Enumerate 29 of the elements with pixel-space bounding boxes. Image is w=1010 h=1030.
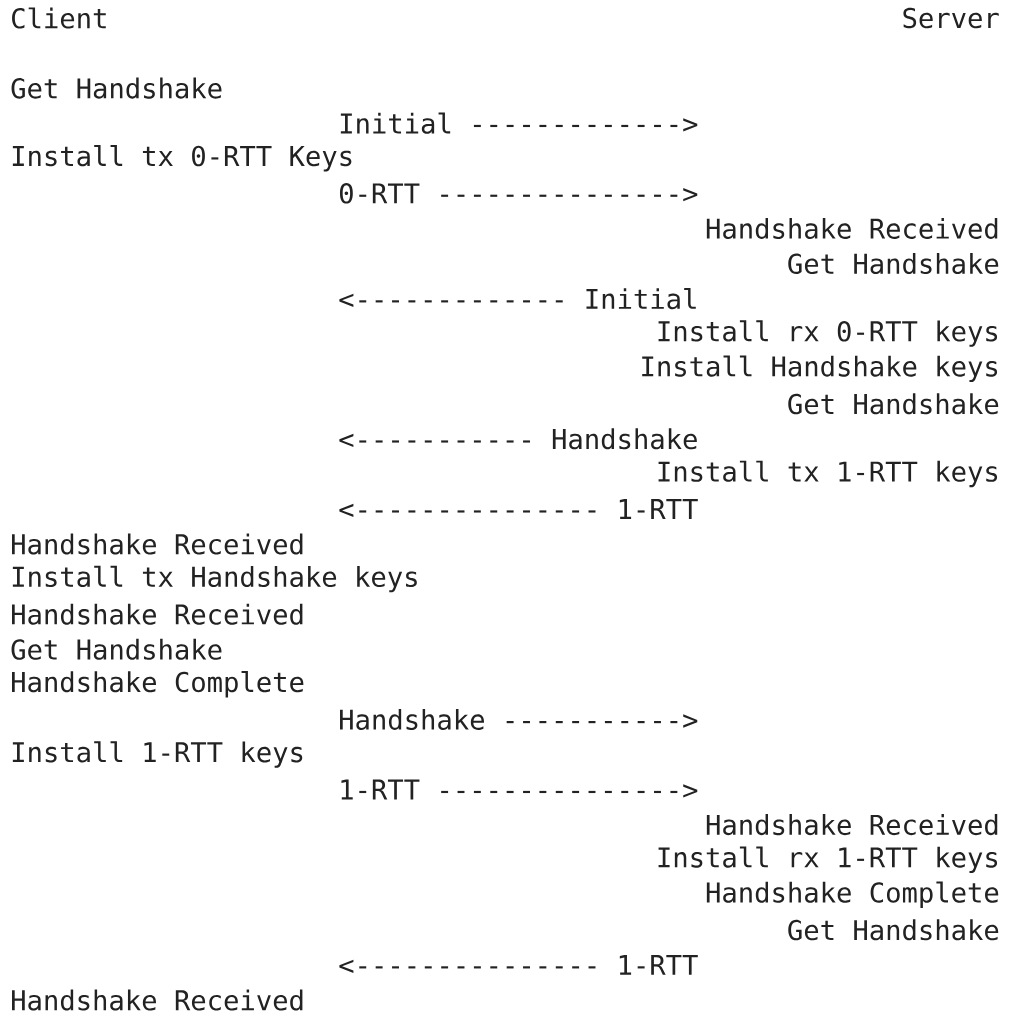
ascii-message-arrow: 1-RTT ---------------> (341, 779, 698, 800)
client-event-text: Handshake Received (12, 989, 303, 1011)
server-event-text: Install rx 1-RTT keys (658, 846, 998, 873)
client-event-text: Handshake Received (12, 603, 303, 625)
ascii-message-arrow: 0-RTT ---------------> (340, 183, 698, 204)
server-event-text: Install Handshake keys (642, 355, 998, 382)
ascii-message-arrow: Initial -------------> (340, 112, 698, 134)
ascii-message-arrow: <------------- Initial (339, 288, 696, 310)
client-event-text: Install tx Handshake keys (12, 565, 417, 593)
ascii-message-arrow: <----------- Handshake (339, 428, 697, 450)
server-event-text: Handshake Complete (706, 881, 999, 909)
server-event-text: Handshake Received (706, 814, 998, 836)
client-event-text: Install 1-RTT keys (12, 741, 303, 768)
server-event-text: Install tx 1-RTT keys (658, 460, 998, 488)
ascii-message-arrow: <--------------- 1-RTT (339, 499, 698, 519)
column-heading: Server (903, 7, 999, 29)
client-event-text: Install tx 0-RTT Keys (12, 145, 352, 172)
client-event-text: Handshake Complete (12, 671, 304, 698)
ascii-message-arrow: <--------------- 1-RTT (339, 955, 698, 975)
ascii-message-arrow: Handshake -----------> (340, 708, 698, 730)
server-event-text: Install rx 0-RTT keys (658, 320, 998, 347)
server-event-text: Get Handshake (788, 253, 999, 275)
client-event-text: Get Handshake (11, 77, 222, 99)
column-heading: Client (12, 7, 106, 29)
server-event-text: Get Handshake (788, 393, 999, 415)
server-event-text: Handshake Received (706, 217, 998, 239)
server-event-text: Get Handshake (788, 919, 999, 941)
client-event-text: Get Handshake (11, 638, 222, 660)
client-event-text: Handshake Received (12, 533, 303, 555)
